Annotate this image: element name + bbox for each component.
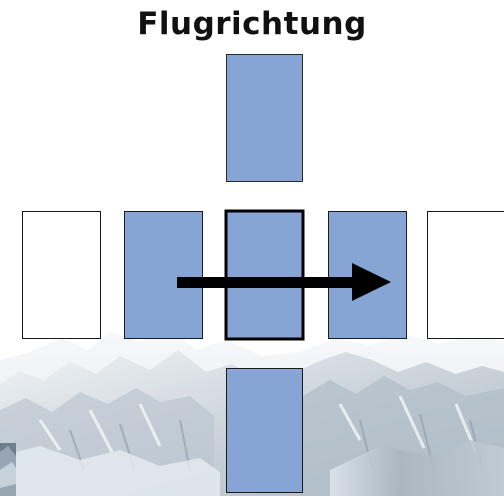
cell-row-1: [22, 211, 101, 339]
cell-row-5: [427, 211, 504, 339]
inset-photo-corner: [0, 443, 16, 496]
flight-direction-arrow: [177, 263, 391, 301]
mountain-slope-bottom-right: [330, 440, 504, 496]
cell-row-center: [224, 209, 305, 341]
arrow-shaft: [177, 277, 360, 288]
cell-grid: [22, 54, 504, 493]
mountain-dark-crevices: [69, 413, 483, 471]
mountain-background-image: [0, 328, 504, 496]
diagram-title: Flugrichtung: [137, 6, 367, 42]
cell-row-2: [124, 211, 203, 339]
cell-top: [226, 54, 303, 182]
mountain-snow-streaks: [38, 395, 478, 453]
arrow-head: [352, 263, 391, 301]
mountain-snow-field-bottom-left: [0, 446, 220, 496]
cell-bottom: [226, 368, 303, 493]
